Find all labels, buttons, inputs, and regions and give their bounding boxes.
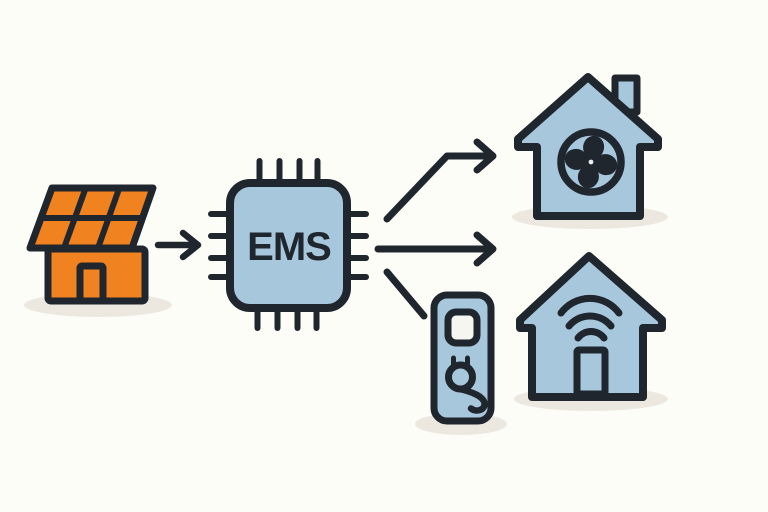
plug-cord xyxy=(456,385,488,414)
fan-icon xyxy=(557,128,625,196)
fan-house-icon xyxy=(514,73,662,220)
ev-charger-screen xyxy=(444,308,481,347)
wifi-house-body xyxy=(516,252,666,401)
wifi-house-icon xyxy=(516,252,666,401)
arrow-right-small-icon xyxy=(154,229,202,261)
solar-panel-grid xyxy=(41,186,143,250)
ems-label: EMS xyxy=(247,225,331,269)
wifi-house-door xyxy=(573,346,609,398)
arrow-up-right-icon xyxy=(383,138,497,223)
plug-icon xyxy=(445,355,488,414)
arrow-right-icon xyxy=(374,231,497,267)
ems-chip-body xyxy=(226,179,351,312)
ems-chip-icon: EMS xyxy=(208,158,369,331)
wifi-icon xyxy=(557,294,623,342)
solar-house-icon xyxy=(26,184,157,305)
solar-house-door xyxy=(76,262,107,305)
ev-charger-icon xyxy=(430,291,495,425)
line-down-right-icon xyxy=(383,268,428,320)
fan-blades xyxy=(564,135,618,189)
fan-hub-hole xyxy=(588,159,594,165)
